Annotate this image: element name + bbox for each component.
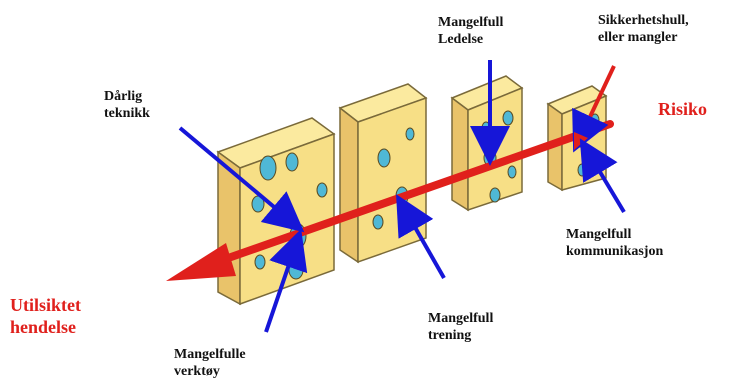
label-mangelfull-ledelse: Mangelfull Ledelse [438,14,503,48]
label-mangelfulle-verktoy: Mangelfulle verktøy [174,346,246,380]
label-mangelfull-kommunikasjon: Mangelfull kommunikasjon [566,226,663,260]
label-utilsiktet-hendelse: Utilsiktet hendelse [10,294,81,338]
label-risiko: Risiko [658,98,707,120]
label-sikkerhetshull: Sikkerhetshull, eller mangler [598,12,689,46]
label-mangelfull-trening: Mangelfull trening [428,310,493,344]
cheese-slice-2 [340,84,426,262]
cheese-slice-3 [452,76,522,210]
label-darlig-teknikk: Dårlig teknikk [104,88,150,122]
